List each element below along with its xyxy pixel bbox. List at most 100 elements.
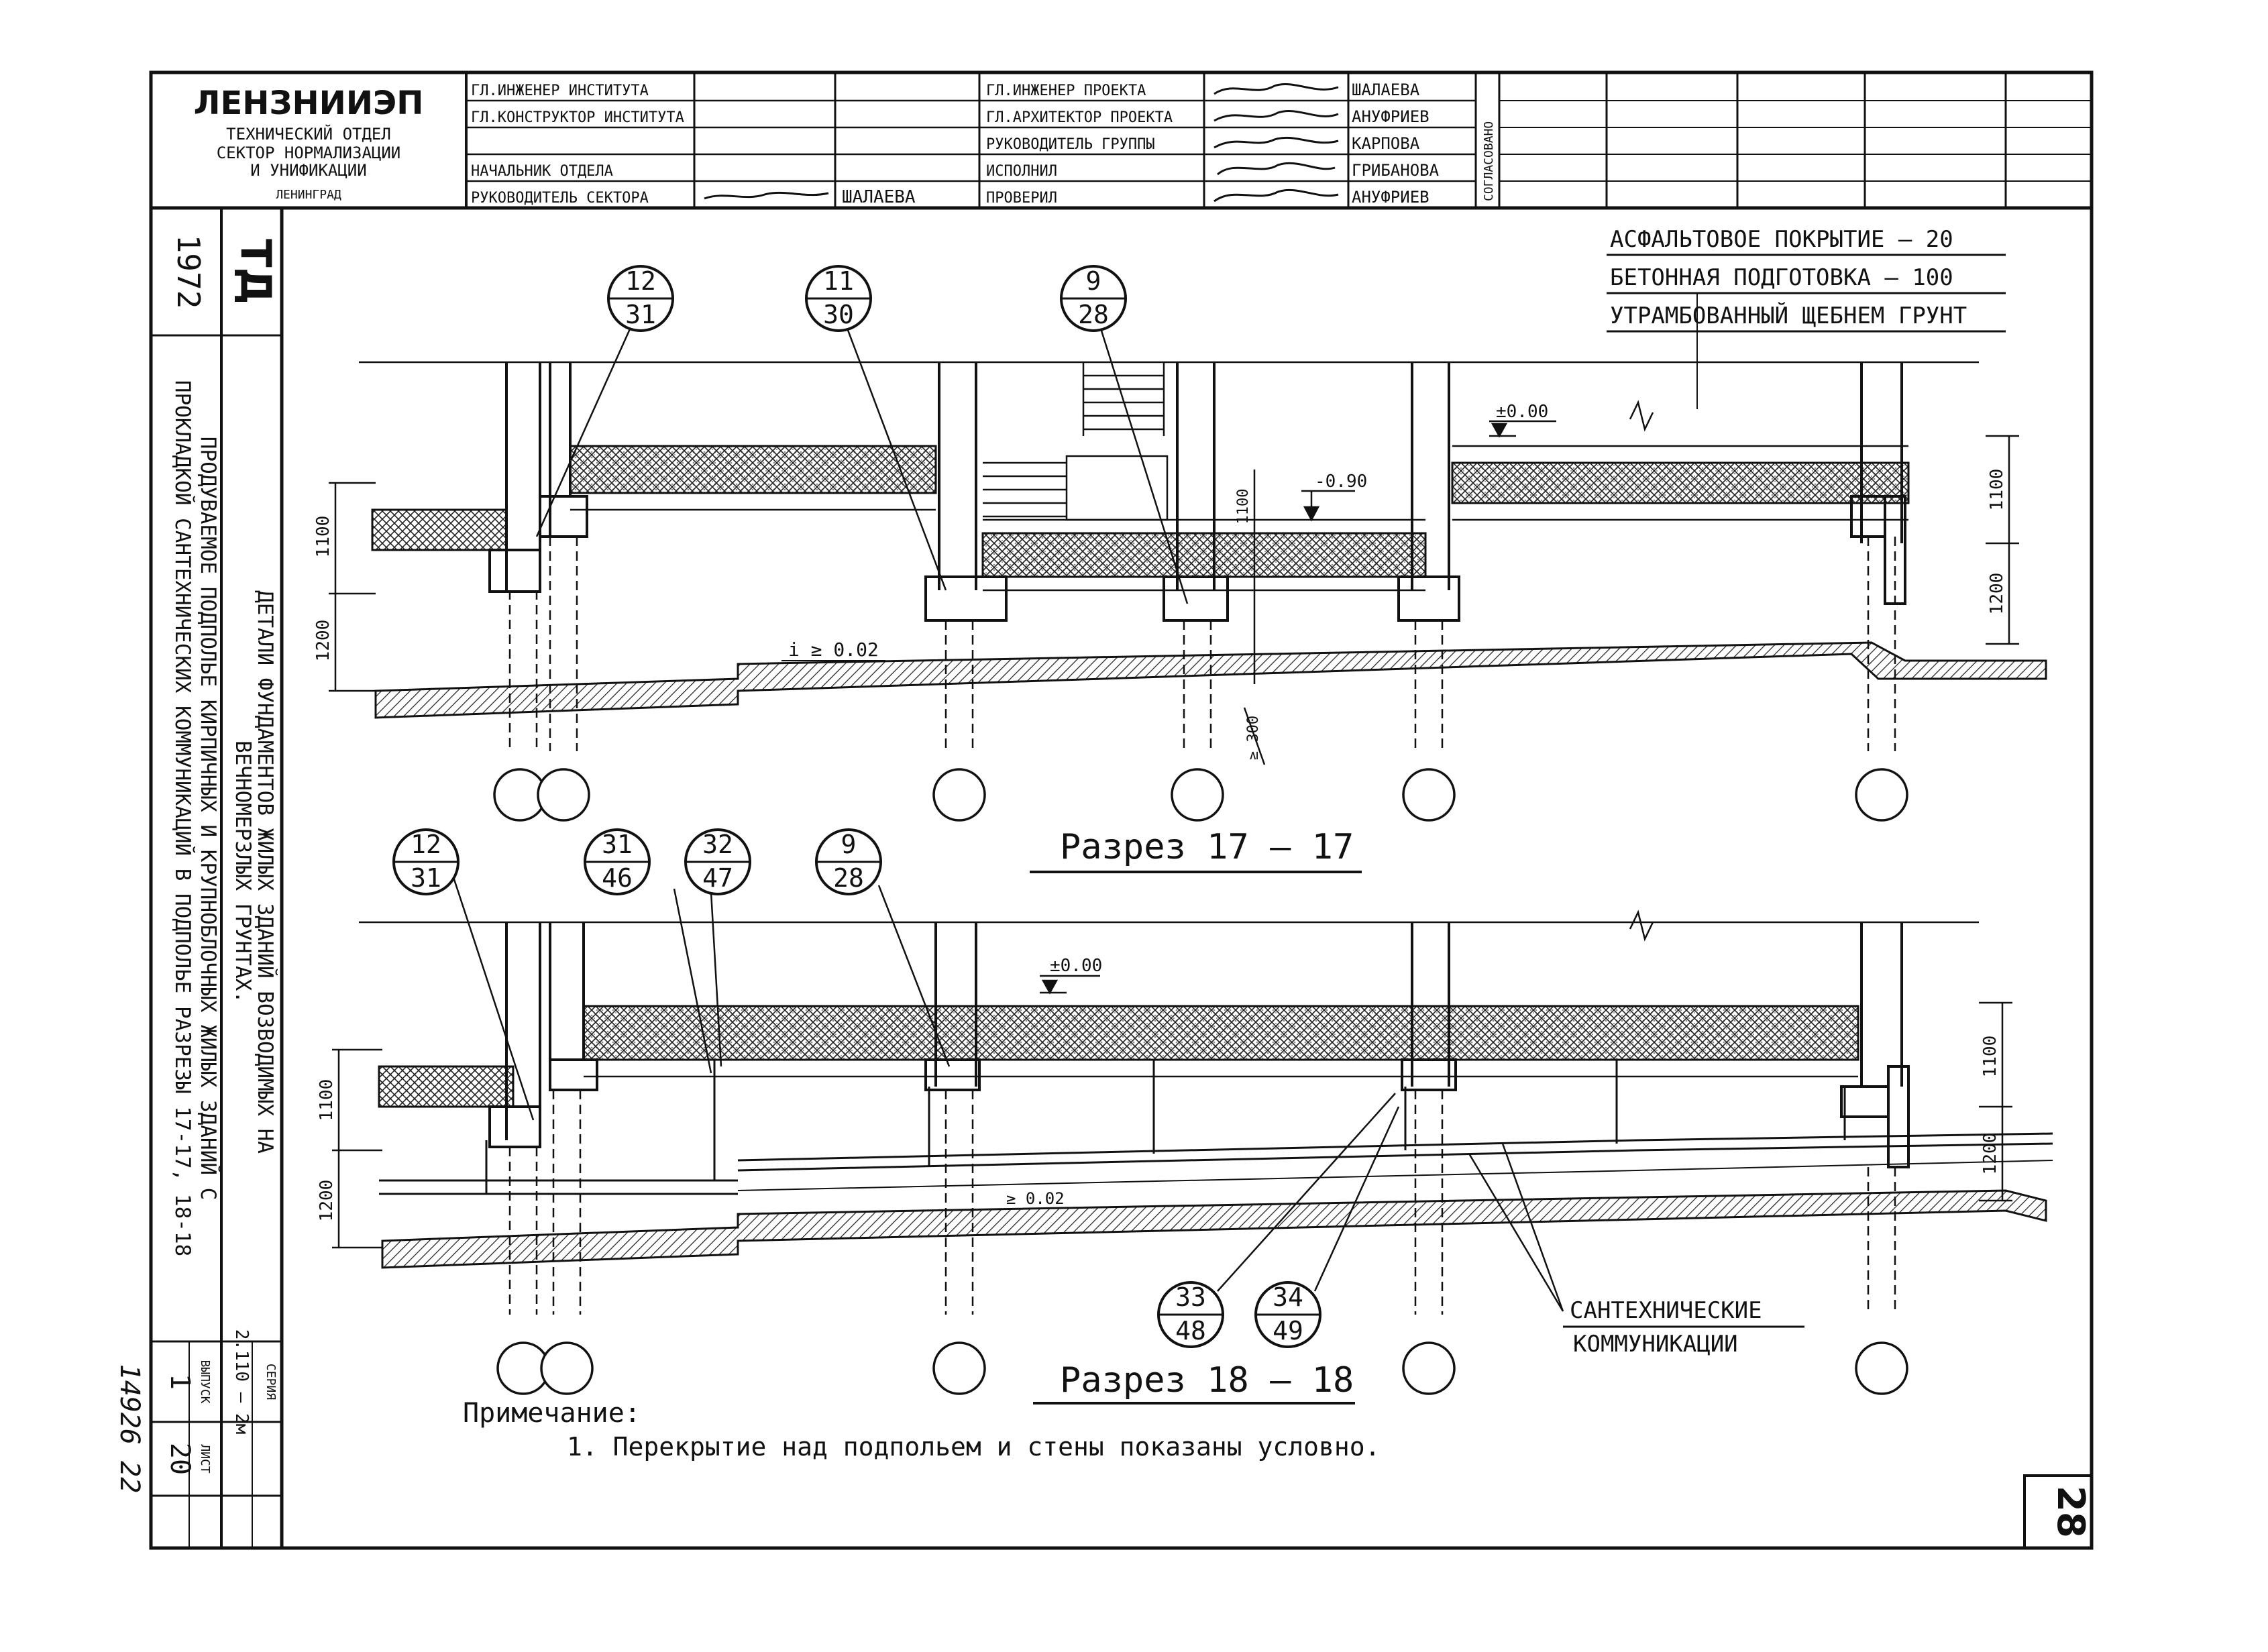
name-right-0: ШАЛАЕВА: [1352, 80, 1420, 99]
svg-text:28: 28: [833, 863, 864, 893]
callout-18-9-28: 9 28: [815, 828, 951, 1067]
role-right-0: ГЛ.ИНЖЕНЕР ПРОЕКТА: [986, 82, 1146, 99]
svg-text:49: 49: [1273, 1316, 1303, 1345]
sheet-desc-line1: ПРОДУВАЕМОЕ ПОДПОЛЬЕ КИРПИЧНЫХ И КРУПНОБ…: [196, 437, 220, 1200]
sheet-title-line2: ВЕЧНОМЕРЗЛЫХ ГРУНТАХ.: [231, 740, 255, 1003]
year: 1972: [170, 235, 207, 309]
svg-text:46: 46: [602, 863, 633, 893]
svg-text:47: 47: [702, 863, 733, 893]
level-minus-17: -0.90: [1315, 472, 1367, 492]
legend-line2: БЕТОННАЯ ПОДГОТОВКА — 100: [1610, 264, 1953, 291]
note-heading: Примечание:: [463, 1398, 641, 1429]
role-right-4: ПРОВЕРИЛ: [986, 190, 1057, 207]
legend-line3: УТРАМБОВАННЫЙ ЩЕБНЕМ ГРУНТ: [1610, 302, 1967, 329]
walls-18: [488, 922, 1910, 1168]
issue-value: 1: [164, 1374, 195, 1390]
callout-18-32-47: 32 47: [684, 828, 751, 1067]
role-right-2: РУКОВОДИТЕЛЬ ГРУППЫ: [986, 136, 1155, 153]
callout-12-31: 12 31: [535, 265, 674, 537]
org-sub3: И УНИФИКАЦИИ: [250, 161, 366, 180]
callout-18-12-31: 12 31: [392, 828, 535, 1121]
dimensions-17: [329, 435, 2019, 765]
ground-18: [381, 1189, 2047, 1269]
level-zero-18: ±0.00: [1050, 956, 1102, 976]
note-text: 1. Перекрытие над подпольем и стены пока…: [567, 1432, 1381, 1462]
svg-text:9: 9: [841, 830, 857, 859]
org-name: ЛЕНЗНИИЭП: [194, 85, 424, 122]
sheet-title-line1: ДЕТАЛИ ФУНДАМЕНТОВ ЖИЛЫХ ЗДАНИЙ ВОЗВОДИМ…: [253, 590, 277, 1154]
level-marks-17: [1301, 420, 1556, 522]
axis-bubbles-17: [493, 768, 1908, 822]
page-number-box: 28: [2023, 1474, 2093, 1549]
side-panel: 1972 ТД ДЕТАЛИ ФУНДАМЕНТОВ ЖИЛЫХ ЗДАНИЙ …: [114, 208, 284, 1548]
svg-text:9: 9: [1086, 266, 1101, 296]
sheet-label: ЛИСТ: [198, 1444, 212, 1474]
piles-18: [508, 1090, 1896, 1315]
role-left-1: ГЛ.КОНСТРУКТОР ИНСТИТУТА: [471, 109, 684, 126]
section-title-18: Разрез 18 — 18: [1060, 1360, 1354, 1400]
sheet-frame: [149, 70, 2094, 1550]
svg-text:11: 11: [823, 266, 854, 296]
axis-bubbles-18: [496, 1341, 1908, 1395]
callout-18-34-49: 34 49: [1254, 1106, 1400, 1348]
role-left-4: РУКОВОДИТЕЛЬ СЕКТОРА: [471, 190, 649, 207]
slope-17: i ≥ 0.02: [788, 639, 879, 661]
piles-17: [508, 537, 1896, 751]
section-18: 1100 1200 1100 1200 ≥ 0.02 ±0.00 12 31 3…: [317, 828, 2053, 1405]
dim-1100-18: 1100: [317, 1079, 337, 1121]
dim-1200-18: 1200: [317, 1180, 337, 1222]
legend-line1: АСФАЛЬТОВОЕ ПОКРЫТИЕ — 20: [1610, 226, 1953, 253]
walls-17: [505, 362, 1906, 605]
org-sub2: СЕКТОР НОРМАЛИЗАЦИИ: [217, 144, 401, 162]
dimensions-18: [332, 1001, 2012, 1249]
svg-text:28: 28: [1078, 300, 1109, 329]
name-right-4: АНУФРИЕВ: [1352, 188, 1429, 207]
issue-label: ВЫПУСК: [198, 1360, 212, 1403]
level-marks-18: [1040, 975, 1100, 995]
dim-300: ≥ 300: [1245, 716, 1262, 760]
role-right-3: ИСПОЛНИЛ: [986, 163, 1057, 180]
dim-1100-17r: 1100: [1987, 469, 2007, 511]
svg-text:32: 32: [702, 830, 733, 859]
role-left-0: ГЛ.ИНЖЕНЕР ИНСТИТУТА: [471, 82, 649, 99]
dim-1200-18r: 1200: [1980, 1133, 2000, 1175]
signatures-right: [1213, 82, 1339, 203]
name-right-2: КАРПОВА: [1352, 134, 1420, 153]
stair: [983, 362, 1169, 521]
floor-slab: [371, 508, 508, 551]
utilities-label2: КОММУНИКАЦИИ: [1573, 1331, 1738, 1358]
callout-18-33-48: 33 48: [1157, 1093, 1396, 1348]
ground-17: [374, 641, 2047, 719]
signature-sector-head: [704, 191, 829, 200]
svg-text:12: 12: [625, 266, 656, 296]
dim-1200-17r: 1200: [1987, 573, 2007, 615]
role-right-1: ГЛ.АРХИТЕКТОР ПРОЕКТА: [986, 109, 1173, 126]
sheet-value: 20: [164, 1443, 195, 1475]
dim-1100-18r: 1100: [1980, 1036, 2000, 1078]
floor-slab: [378, 1065, 515, 1108]
page-number: 28: [2049, 1486, 2092, 1538]
series-label: СЕРИЯ: [264, 1364, 278, 1400]
note: Примечание: 1. Перекрытие над подпольем …: [463, 1398, 1381, 1462]
org-sub1: ТЕХНИЧЕСКИЙ ОТДЕЛ: [226, 124, 391, 144]
series-code: ТД: [231, 239, 280, 305]
svg-text:33: 33: [1175, 1282, 1206, 1312]
title-block: ЛЕНЗНИИЭП ТЕХНИЧЕСКИЙ ОТДЕЛ СЕКТОР НОРМА…: [151, 72, 2092, 210]
sheet-desc-line2: ПРОКЛАДКОЙ САНТЕХНИЧЕСКИХ КОММУНИКАЦИЙ В…: [170, 380, 195, 1256]
inventory-number: 14926 22: [114, 1364, 145, 1494]
callout-18-31-46: 31 46: [584, 828, 712, 1074]
series-value: 2.110 — 2м: [231, 1329, 252, 1435]
svg-text:31: 31: [411, 863, 441, 893]
dim-1100-17m: 1100: [1235, 489, 1252, 525]
name-right-3: ГРИБАНОВА: [1352, 161, 1440, 180]
utilities-label1: САНТЕХНИЧЕСКИЕ: [1570, 1297, 1762, 1324]
level-zero-17: ±0.00: [1496, 402, 1548, 422]
svg-text:30: 30: [823, 300, 854, 329]
hangers-18: [485, 1060, 1846, 1194]
name-right-1: АНУФРИЕВ: [1352, 107, 1429, 126]
sector-head-name: ШАЛАЕВА: [842, 187, 916, 207]
callout-9-28: 9 28: [1060, 265, 1189, 604]
utilities-leaders: [1468, 1143, 1564, 1312]
svg-text:48: 48: [1175, 1316, 1206, 1345]
dim-1100-17: 1100: [313, 516, 333, 558]
